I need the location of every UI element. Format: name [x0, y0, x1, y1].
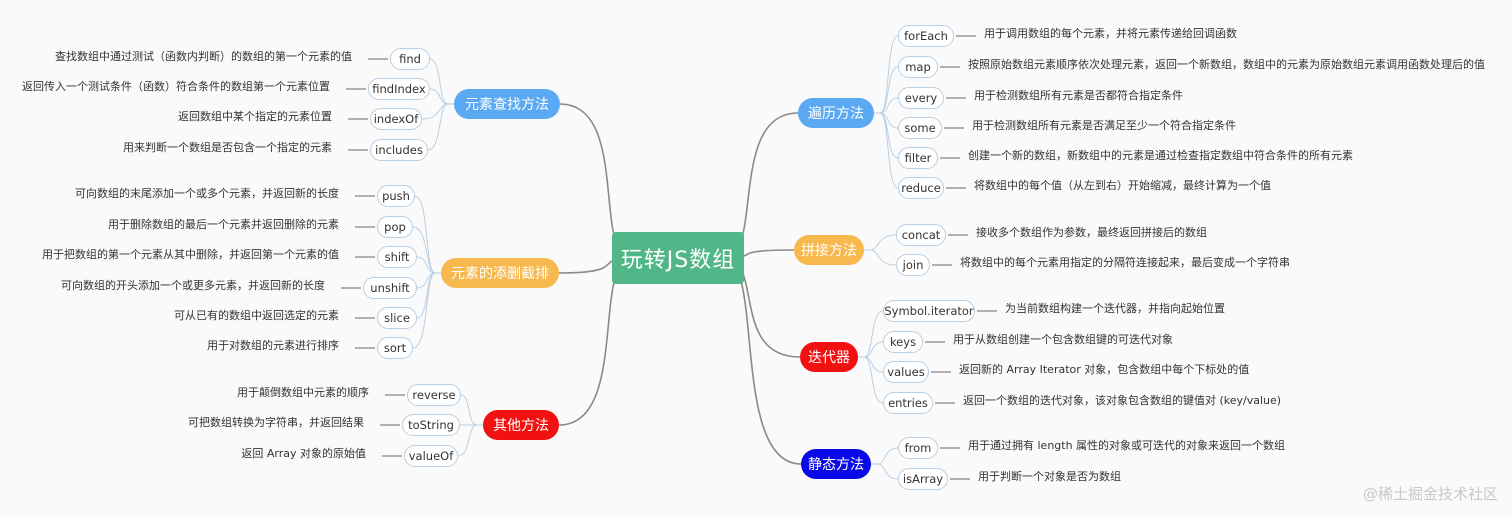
category-node[interactable]: 元素查找方法: [454, 89, 560, 119]
method-node[interactable]: pop: [377, 216, 413, 238]
method-description: 创建一个新的数组，新数组中的元素是通过检查指定数组中符合条件的所有元素: [968, 149, 1353, 162]
method-node[interactable]: reverse: [407, 384, 461, 406]
item-connector: [879, 35, 899, 114]
method-description: 按照原始数组元素顺序依次处理元素，返回一个新数组，数组中的元素为原始数组元素调用…: [968, 58, 1485, 71]
method-description: 为当前数组构建一个迭代器，并指向起始位置: [1005, 302, 1225, 315]
category-node[interactable]: 元素的添删截排: [441, 258, 559, 288]
method-node[interactable]: valueOf: [404, 445, 458, 467]
method-node[interactable]: reduce: [898, 177, 944, 199]
method-node[interactable]: forEach: [898, 25, 954, 47]
method-node[interactable]: filter: [898, 147, 938, 169]
item-connector: [879, 66, 899, 114]
item-connector: [876, 463, 899, 480]
method-description: 返回新的 Array Iterator 对象，包含数组中每个下标处的值: [959, 363, 1250, 376]
item-connector: [876, 447, 899, 465]
method-node[interactable]: includes: [370, 139, 428, 161]
method-node[interactable]: find: [390, 48, 430, 70]
item-connector: [879, 97, 899, 114]
method-node[interactable]: entries: [883, 392, 933, 414]
item-connector: [879, 112, 899, 189]
method-description: 可向数组的末尾添加一个或多个元素，并返回新的长度: [75, 187, 339, 200]
item-connector: [429, 88, 449, 105]
item-connector: [869, 234, 897, 251]
item-connector: [863, 310, 884, 358]
method-description: 可向数组的开头添加一个或更多元素，并返回新的长度: [61, 279, 325, 292]
method-description: 返回传入一个测试条件（函数）符合条件的数组第一个元素位置: [22, 80, 330, 93]
item-connector: [416, 256, 436, 274]
branch-connector: [723, 257, 802, 465]
method-description: 用于检测数组所有元素是否都符合指定条件: [974, 89, 1183, 102]
method-node[interactable]: sort: [377, 337, 413, 359]
item-connector: [457, 424, 478, 457]
method-node[interactable]: join: [896, 254, 930, 276]
item-connector: [863, 341, 884, 358]
item-connector: [427, 103, 449, 151]
category-node[interactable]: 拼接方法: [794, 235, 864, 265]
method-node[interactable]: keys: [883, 331, 923, 353]
method-description: 将数组中的每个值（从左到右）开始缩减，最终计算为一个值: [974, 179, 1271, 192]
method-node[interactable]: slice: [377, 307, 417, 329]
method-description: 可把数组转换为字符串，并返回结果: [188, 416, 364, 429]
item-connector: [879, 112, 899, 159]
item-connector: [429, 58, 449, 105]
method-description: 用于判断一个对象是否为数组: [978, 470, 1121, 483]
item-connector: [869, 249, 897, 266]
item-connector: [412, 272, 436, 349]
method-description: 返回 Array 对象的原始值: [241, 447, 366, 460]
method-description: 可从已有的数组中返回选定的元素: [174, 309, 339, 322]
method-description: 用于通过拥有 length 属性的对象或可迭代的对象来返回一个数组: [968, 439, 1286, 452]
item-connector: [460, 394, 478, 426]
method-node[interactable]: unshift: [363, 277, 417, 299]
method-description: 用来判断一个数组是否包含一个指定的元素: [123, 141, 332, 154]
method-node[interactable]: shift: [377, 246, 417, 268]
item-connector: [863, 356, 884, 404]
method-description: 用于从数组创建一个包含数组键的可迭代对象: [953, 333, 1173, 346]
category-node[interactable]: 遍历方法: [798, 98, 874, 128]
method-node[interactable]: indexOf: [370, 108, 422, 130]
root-node[interactable]: 玩转JS数组: [612, 232, 744, 284]
method-description: 用于删除数组的最后一个元素并返回删除的元素: [108, 218, 339, 231]
method-node[interactable]: every: [898, 87, 944, 109]
category-node[interactable]: 静态方法: [801, 449, 871, 479]
method-description: 将数组中的每个元素用指定的分隔符连接起来，最后变成一个字符串: [960, 256, 1290, 269]
method-description: 用于对数组的元素进行排序: [207, 339, 339, 352]
category-node[interactable]: 其他方法: [483, 410, 559, 440]
method-description: 用于调用数组的每个元素，并将元素传递给回调函数: [984, 27, 1237, 40]
method-node[interactable]: from: [898, 437, 938, 459]
method-description: 返回数组中某个指定的元素位置: [178, 110, 332, 123]
method-description: 用于检测数组所有元素是否满足至少一个符合指定条件: [972, 119, 1236, 132]
method-description: 返回一个数组的迭代对象，该对象包含数组的键值对 (key/value): [963, 394, 1282, 407]
method-node[interactable]: some: [898, 117, 942, 139]
item-connector: [412, 226, 436, 274]
method-description: 用于颠倒数组中元素的顺序: [237, 386, 369, 399]
method-node[interactable]: isArray: [898, 468, 948, 490]
method-description: 用于把数组的第一个元素从其中删除，并返回第一个元素的值: [42, 248, 339, 261]
method-node[interactable]: values: [883, 361, 929, 383]
method-node[interactable]: findIndex: [368, 78, 430, 100]
item-connector: [414, 195, 436, 274]
category-node[interactable]: 迭代器: [800, 342, 858, 372]
method-node[interactable]: toString: [402, 414, 460, 436]
method-node[interactable]: push: [377, 185, 415, 207]
method-node[interactable]: concat: [896, 224, 946, 246]
watermark: @稀土掘金技术社区: [1362, 485, 1498, 503]
method-node[interactable]: Symbol.iterator: [883, 300, 975, 322]
method-node[interactable]: map: [898, 56, 938, 78]
method-description: 接收多个数组作为参数，最终返回拼接后的数组: [976, 226, 1207, 239]
method-description: 查找数组中通过测试（函数内判断）的数组的第一个元素的值: [55, 50, 352, 63]
